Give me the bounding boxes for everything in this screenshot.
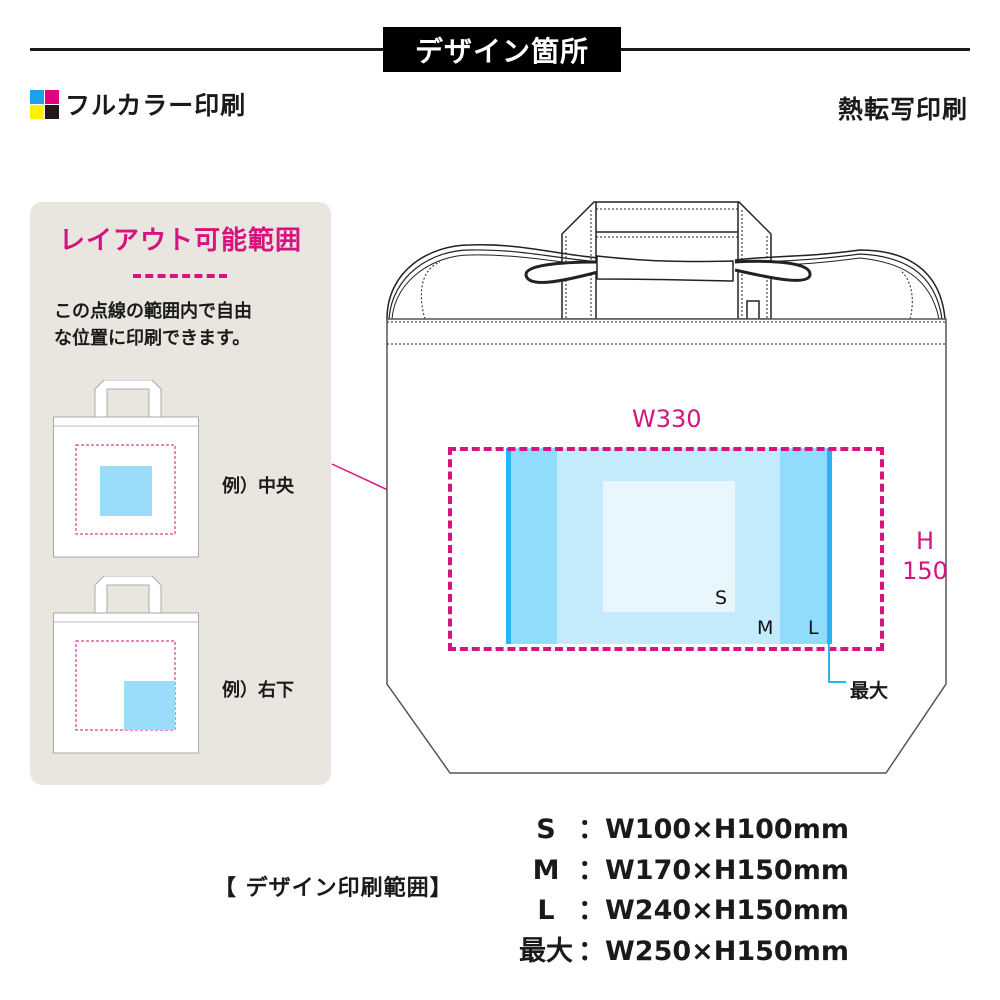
max-callout-line [828, 644, 846, 683]
example-label-center: 例）中央 [222, 476, 294, 497]
print-method-heat-transfer: 熱転写印刷 [837, 95, 968, 124]
cmyk-squares-icon [30, 89, 59, 119]
size-s-label: S [715, 587, 728, 609]
dashed-line-legend [133, 274, 227, 278]
panel-description: この点線の範囲内で自由 な位置に印刷できます。 [54, 298, 314, 352]
print-method-label: フルカラー印刷 [65, 91, 247, 120]
spec-row-m: M ：W170×H150mm [514, 851, 849, 892]
print-area-s [603, 481, 735, 612]
layout-range-dashed-box [448, 447, 884, 651]
example-bag-center-icon [53, 380, 199, 558]
height-label: H 150 [898, 526, 952, 586]
max-label: 最大 [850, 680, 889, 702]
description-line: な位置に印刷できます。 [54, 328, 251, 349]
print-range-list: S ：W100×H100mm M ：W170×H150mm L ：W240×H1… [514, 810, 849, 972]
spec-key: S [536, 814, 556, 845]
print-method-fullcolor: フルカラー印刷 [30, 86, 246, 122]
size-l-label: L [808, 617, 819, 639]
spec-key: L [537, 895, 555, 926]
description-line: この点線の範囲内で自由 [54, 301, 252, 322]
example-bag-bottom-right-icon [53, 576, 199, 754]
spec-row-s: S ：W100×H100mm [514, 810, 849, 851]
height-label-value: 150 [902, 557, 948, 585]
spec-row-l: L ：W240×H150mm [514, 891, 849, 932]
width-label: W330 [632, 405, 702, 433]
spec-value: ：W170×H150mm [578, 854, 849, 886]
spec-value: ：W240×H150mm [578, 895, 849, 926]
panel-title: レイアウト可能範囲 [58, 226, 302, 256]
size-m-label: M [757, 617, 774, 639]
spec-key: 最大 [519, 935, 573, 967]
spec-row-max: 最大 ：W250×H150mm [514, 932, 849, 973]
max-edge-left [506, 448, 511, 644]
example-label-bottom-right: 例）右下 [222, 680, 294, 701]
height-label-h: H [915, 527, 935, 555]
layout-range-panel: レイアウト可能範囲 この点線の範囲内で自由 な位置に印刷できます。 例）中央 例… [30, 202, 331, 785]
spec-value: ：W250×H150mm [578, 935, 849, 967]
section-title: デザイン箇所 [383, 27, 621, 72]
spec-key: M [532, 854, 560, 886]
print-range-title: 【 デザイン印刷範囲】 [214, 876, 453, 901]
spec-value: ：W100×H100mm [578, 814, 849, 845]
max-edge-right [827, 448, 832, 644]
